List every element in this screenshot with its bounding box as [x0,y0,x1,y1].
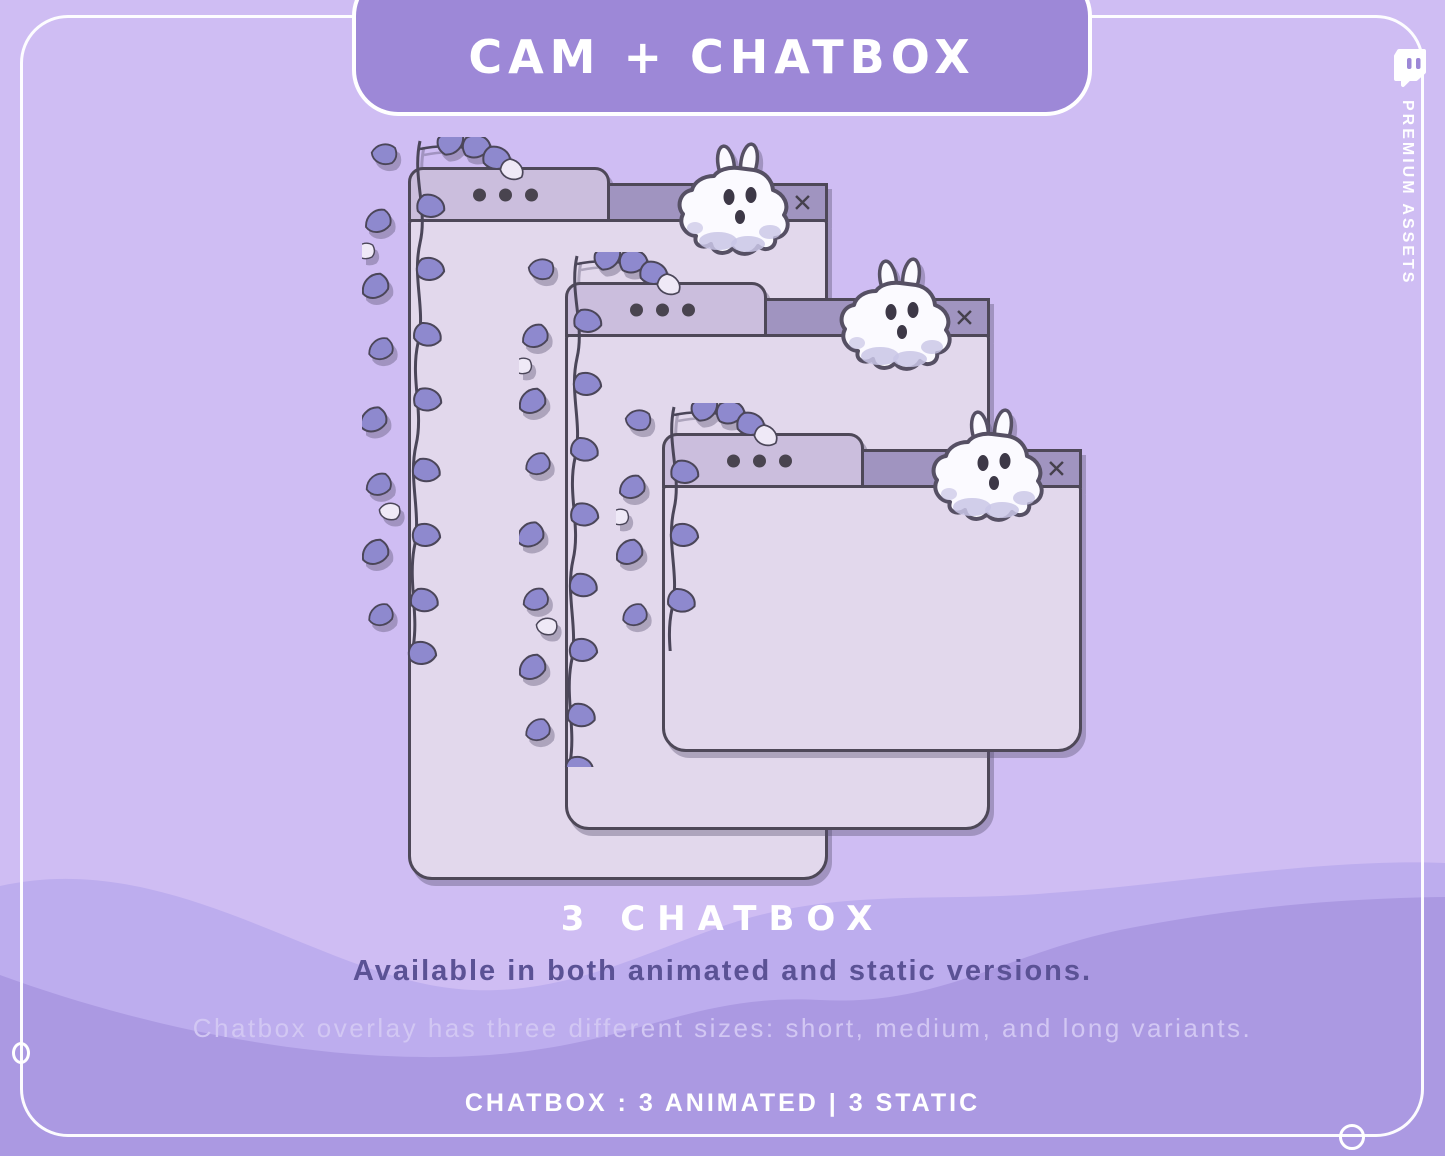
footer-subheading: Available in both animated and static ve… [352,955,1093,987]
window-dot [499,188,512,201]
window-dot [753,454,766,467]
window-dots [473,188,538,201]
chatbox-window-short: ✕ [662,433,1082,752]
window-dot [656,303,669,316]
premium-badge: PREMIUM ASSETS [1384,48,1436,338]
window-tab [408,167,610,222]
window-tab [662,433,864,488]
window-tab [565,282,767,337]
footer-summary: CHATBOX : 3 ANIMATED | 3 STATIC [464,1089,981,1117]
window-dot [630,303,643,316]
ring-decoration-bottom [1339,1124,1365,1150]
ghost-bunny-icon [677,140,790,256]
window-dot [525,188,538,201]
window-dot [727,454,740,467]
window-dots [630,303,695,316]
footer-description: Chatbox overlay has three different size… [192,1013,1253,1043]
ghost-bunny-icon [839,255,952,371]
window-dot [779,454,792,467]
footer-heading: 3 CHATBOX [560,899,885,939]
close-button[interactable]: ✕ [792,188,813,217]
close-button[interactable]: ✕ [954,303,975,332]
ghost-bunny-icon [931,406,1044,522]
window-dot [682,303,695,316]
twitch-logo-icon [1394,49,1426,87]
window-dots [727,454,792,467]
premium-assets-label: PREMIUM ASSETS [1399,100,1416,286]
window-dot [473,188,486,201]
page-title: CAM + CHATBOX [468,30,976,84]
title-banner: CAM + CHATBOX [352,0,1092,116]
close-button[interactable]: ✕ [1046,454,1067,483]
ring-decoration-left [12,1042,30,1064]
